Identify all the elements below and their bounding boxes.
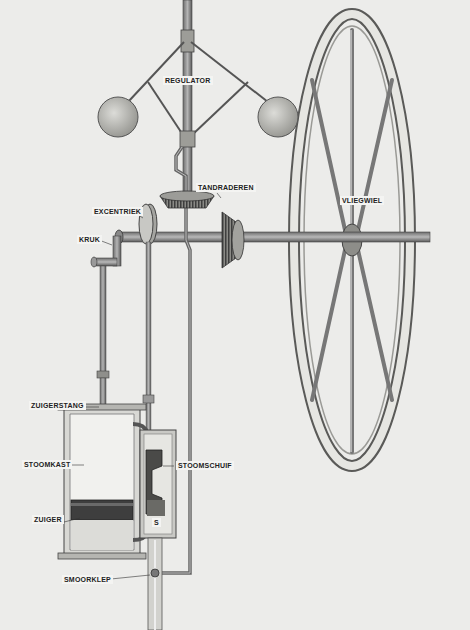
governor <box>98 30 298 147</box>
part-label: SMOORKLEP <box>62 575 113 584</box>
steam-pipe <box>148 538 162 630</box>
rod-clamp <box>143 395 154 403</box>
part-label: TANDRADEREN <box>196 183 256 192</box>
eccentric-rod <box>146 242 151 442</box>
part-label: REGULATOR <box>163 76 213 85</box>
bevel-gears <box>160 191 244 268</box>
steam-chest <box>140 430 176 538</box>
part-label: KRUK <box>77 235 102 244</box>
part-label: EXCENTRIEK <box>92 207 143 216</box>
connecting-rod <box>100 266 106 376</box>
part-label: STOOMKAST <box>22 460 72 469</box>
part-label: ZUIGER <box>32 515 64 524</box>
part-label: STOOMSCHUIF <box>176 461 234 470</box>
main-shaft <box>118 232 430 242</box>
leader-lines <box>61 193 221 580</box>
crosshead <box>97 371 109 378</box>
part-label: S <box>152 518 161 527</box>
cylinder <box>58 404 148 559</box>
part-label: VLIEGWIEL <box>340 196 384 205</box>
part-label: ZUIGERSTANG <box>29 401 86 410</box>
